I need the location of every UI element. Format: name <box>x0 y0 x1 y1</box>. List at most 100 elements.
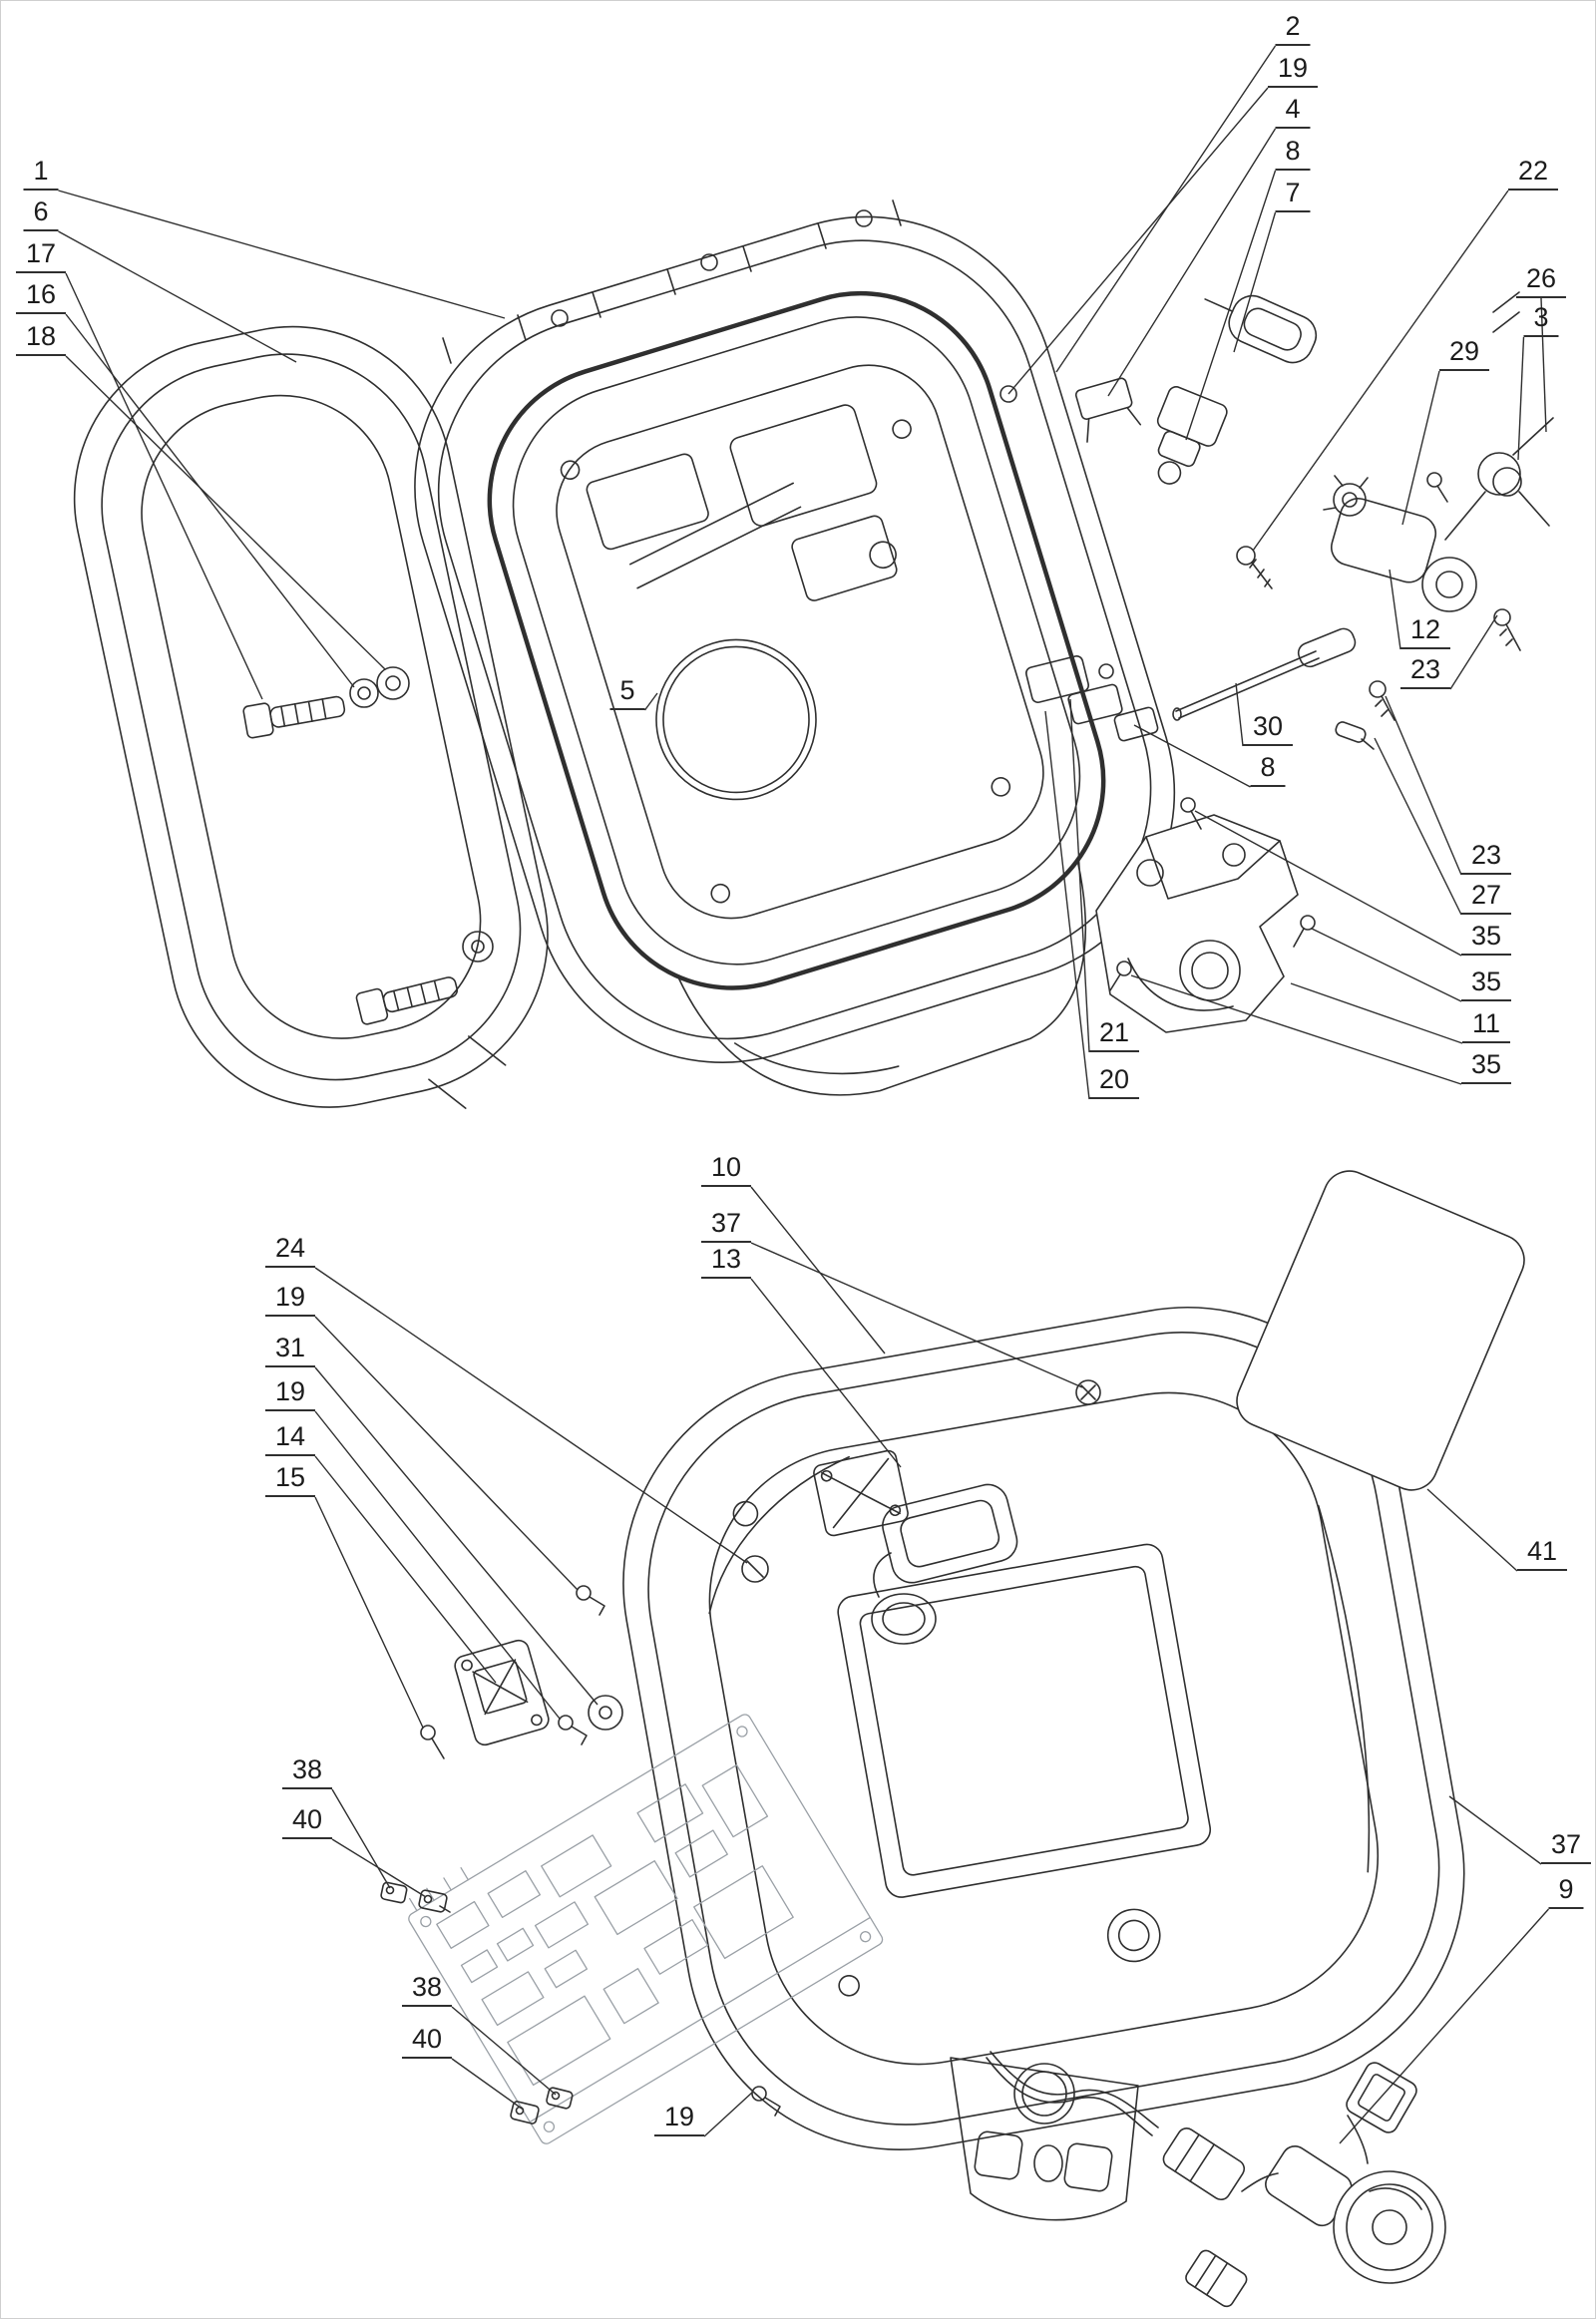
callout-31-32: 31 <box>264 1333 316 1368</box>
leader-lines <box>58 45 1550 2144</box>
leader-line-23-19 <box>1385 695 1462 876</box>
leader-line-31-32 <box>314 1366 598 1706</box>
bracket-4-drawing <box>1074 377 1142 443</box>
leader-line-35-24 <box>1130 974 1462 1085</box>
callout-35-22: 35 <box>1460 966 1512 1002</box>
callout-38-38: 38 <box>401 1972 453 2008</box>
leader-line-19-31 <box>314 1316 579 1591</box>
leader-line-26-6 <box>1540 297 1547 433</box>
callout-30-17: 30 <box>1242 711 1294 747</box>
bolt-washer-set-upper <box>242 666 410 739</box>
leader-line-35-21 <box>1194 810 1462 957</box>
callout-40-39: 40 <box>401 2024 453 2060</box>
callout-1-9: 1 <box>23 156 59 192</box>
callout-24-30: 24 <box>264 1233 316 1269</box>
leader-line-40-37 <box>331 1838 427 1898</box>
leader-line-4-2 <box>1107 128 1277 397</box>
screw-22-drawing <box>1236 546 1273 589</box>
leader-line-8-18 <box>1133 724 1251 788</box>
leader-line-12-15 <box>1389 569 1401 650</box>
callout-14-34: 14 <box>264 1421 316 1457</box>
callout-3-7: 3 <box>1523 302 1559 338</box>
callout-18-13: 18 <box>15 321 67 357</box>
leader-line-20-26 <box>1044 710 1090 1100</box>
screw-23b-drawing <box>1369 680 1396 721</box>
callout-38-36: 38 <box>281 1754 333 1790</box>
leader-line-19-1 <box>1007 87 1269 395</box>
leader-line-14-34 <box>314 1455 497 1684</box>
leader-line-10-27 <box>750 1186 886 1354</box>
leader-line-15-35 <box>314 1496 424 1729</box>
callout-37-42: 37 <box>1540 1829 1592 1865</box>
leader-line-24-30 <box>314 1267 748 1564</box>
terminal-19b-drawing <box>558 1715 588 1745</box>
leader-line-13-29 <box>750 1278 902 1468</box>
front-cover-drawing <box>414 215 1176 1096</box>
callout-29-8: 29 <box>1438 336 1490 372</box>
leader-line-40-39 <box>451 2058 523 2110</box>
washer-31-drawing <box>588 1695 623 1731</box>
leader-line-27-20 <box>1374 737 1462 916</box>
leader-line-18-13 <box>65 355 386 670</box>
callout-41-41: 41 <box>1516 1536 1568 1572</box>
plate-14-drawing <box>454 1639 550 1746</box>
bolt-washer-set-lower <box>355 931 494 1025</box>
plug-7-drawing <box>1204 294 1318 364</box>
leader-line-23-16 <box>1449 614 1498 690</box>
leader-line-22-5 <box>1252 190 1509 552</box>
callout-10-27: 10 <box>700 1152 752 1188</box>
callout-17-11: 17 <box>15 238 67 274</box>
callout-9-43: 9 <box>1548 1874 1584 1910</box>
callout-15-35: 15 <box>264 1462 316 1498</box>
callout-6-10: 6 <box>23 196 59 232</box>
callout-19-33: 19 <box>264 1376 316 1412</box>
rim-screws-drawing <box>551 209 1017 403</box>
callout-23-16: 23 <box>1399 654 1451 690</box>
leader-line-6-10 <box>58 230 297 363</box>
callout-11-23: 11 <box>1461 1008 1511 1044</box>
screws-35-drawing <box>1109 797 1316 991</box>
callout-19-40: 19 <box>653 2102 705 2137</box>
leader-line-1-9 <box>58 190 506 319</box>
callout-16-12: 16 <box>15 279 67 315</box>
leader-line-29-8 <box>1401 370 1440 526</box>
leader-line-38-36 <box>331 1788 391 1889</box>
leader-line-35-22 <box>1311 928 1462 1002</box>
callout-8-3: 8 <box>1275 136 1311 172</box>
front-bezel-drawing <box>73 325 549 1109</box>
screw-15-drawing <box>420 1725 445 1759</box>
leader-line-8-3 <box>1185 170 1277 441</box>
leader-line-19-33 <box>314 1410 561 1720</box>
callout-4-2: 4 <box>1275 94 1311 130</box>
leader-line-16-12 <box>65 313 355 688</box>
callout-35-21: 35 <box>1460 921 1512 957</box>
leader-line-11-23 <box>1290 982 1463 1044</box>
leader-line-38-38 <box>451 2006 557 2096</box>
pcb-drawing <box>408 1714 884 2144</box>
callout-21-25: 21 <box>1088 1017 1140 1053</box>
callout-13-29: 13 <box>700 1244 752 1280</box>
clip-38b-drawing <box>546 2087 574 2110</box>
leader-line-7-4 <box>1233 211 1277 353</box>
cover-rib-ticks <box>442 199 902 364</box>
clip-40a-drawing <box>418 1889 451 1913</box>
hinge-bracket-drawing <box>1095 814 1299 1033</box>
callout-27-20: 27 <box>1460 880 1512 916</box>
callout-23-19: 23 <box>1460 840 1512 876</box>
leader-line-3-7 <box>1517 336 1525 461</box>
callout-19-31: 19 <box>264 1282 316 1318</box>
lock-actuator-drawing <box>1323 472 1477 612</box>
callout-22-5: 22 <box>1507 156 1559 192</box>
callout-8-18: 8 <box>1250 752 1286 788</box>
pin-27-drawing <box>1335 721 1375 750</box>
leader-line-41-41 <box>1426 1488 1518 1572</box>
leader-line-37-42 <box>1448 1795 1542 1865</box>
leader-line-9-43 <box>1339 1908 1550 2144</box>
clip-38a-drawing <box>380 1881 408 1904</box>
leader-line-5-14 <box>643 692 658 711</box>
callout-7-4: 7 <box>1275 178 1311 213</box>
boss-screws-drawing <box>741 1379 1101 1583</box>
terminal-19c-drawing <box>751 2086 781 2117</box>
callout-19-1: 19 <box>1267 53 1319 89</box>
callout-37-28: 37 <box>700 1208 752 1244</box>
